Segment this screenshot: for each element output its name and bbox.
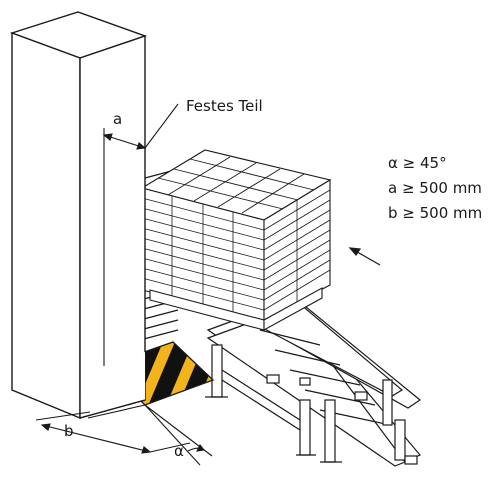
condition-b: b ≥ 500 mm	[388, 204, 482, 222]
condition-a: a ≥ 500 mm	[388, 179, 482, 197]
fixed-column	[9, 11, 148, 420]
dimension-b-label: b	[64, 422, 74, 440]
angle-alpha-label: α	[174, 442, 184, 460]
fixed-part-label: Festes Teil	[186, 97, 263, 115]
angle-alpha	[144, 404, 213, 466]
dimension-a	[102, 128, 147, 366]
box-stack	[140, 149, 332, 331]
approach-arrow	[348, 247, 381, 266]
conditions: α ≥ 45° a ≥ 500 mm b ≥ 500 mm	[388, 154, 482, 222]
fixed-part-leader	[144, 103, 179, 149]
dimension-b	[35, 404, 191, 454]
dimension-a-label: a	[113, 110, 122, 128]
condition-alpha: α ≥ 45°	[388, 154, 447, 172]
conveyor	[139, 169, 422, 467]
